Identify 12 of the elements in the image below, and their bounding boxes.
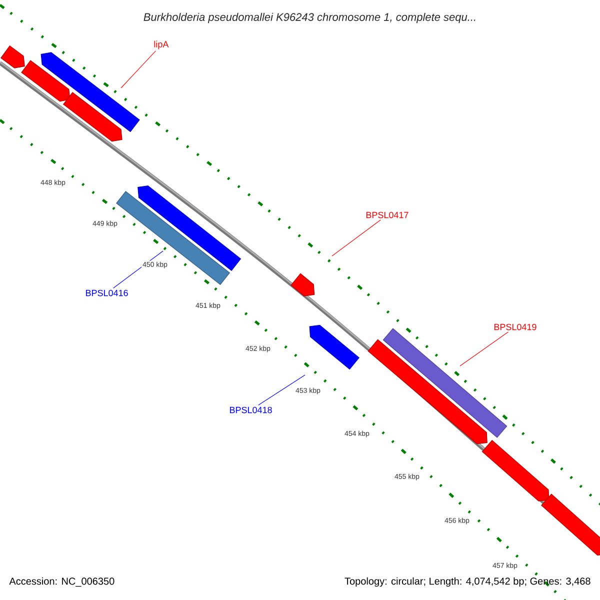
gene-label: lipA (154, 40, 169, 50)
title: Burkholderia pseudomallei K96243 chromosome 1, complete sequ... (144, 12, 476, 24)
leader-line (258, 374, 306, 406)
gene-label: BPSL0416 (86, 290, 128, 296)
gene-label: BPSL0418 (230, 406, 272, 414)
gene-label: BPSL0417 (366, 212, 408, 218)
leader-line (332, 220, 381, 256)
leader-line (460, 332, 509, 366)
footer-text: Accession: NC_006350 (9, 577, 114, 587)
gene-label: BPSL0419 (494, 324, 536, 330)
leader-line (120, 50, 156, 88)
footer-text: Topology: circular; Length: 4,074,542 bp; Genes: 3,468 (344, 577, 590, 587)
